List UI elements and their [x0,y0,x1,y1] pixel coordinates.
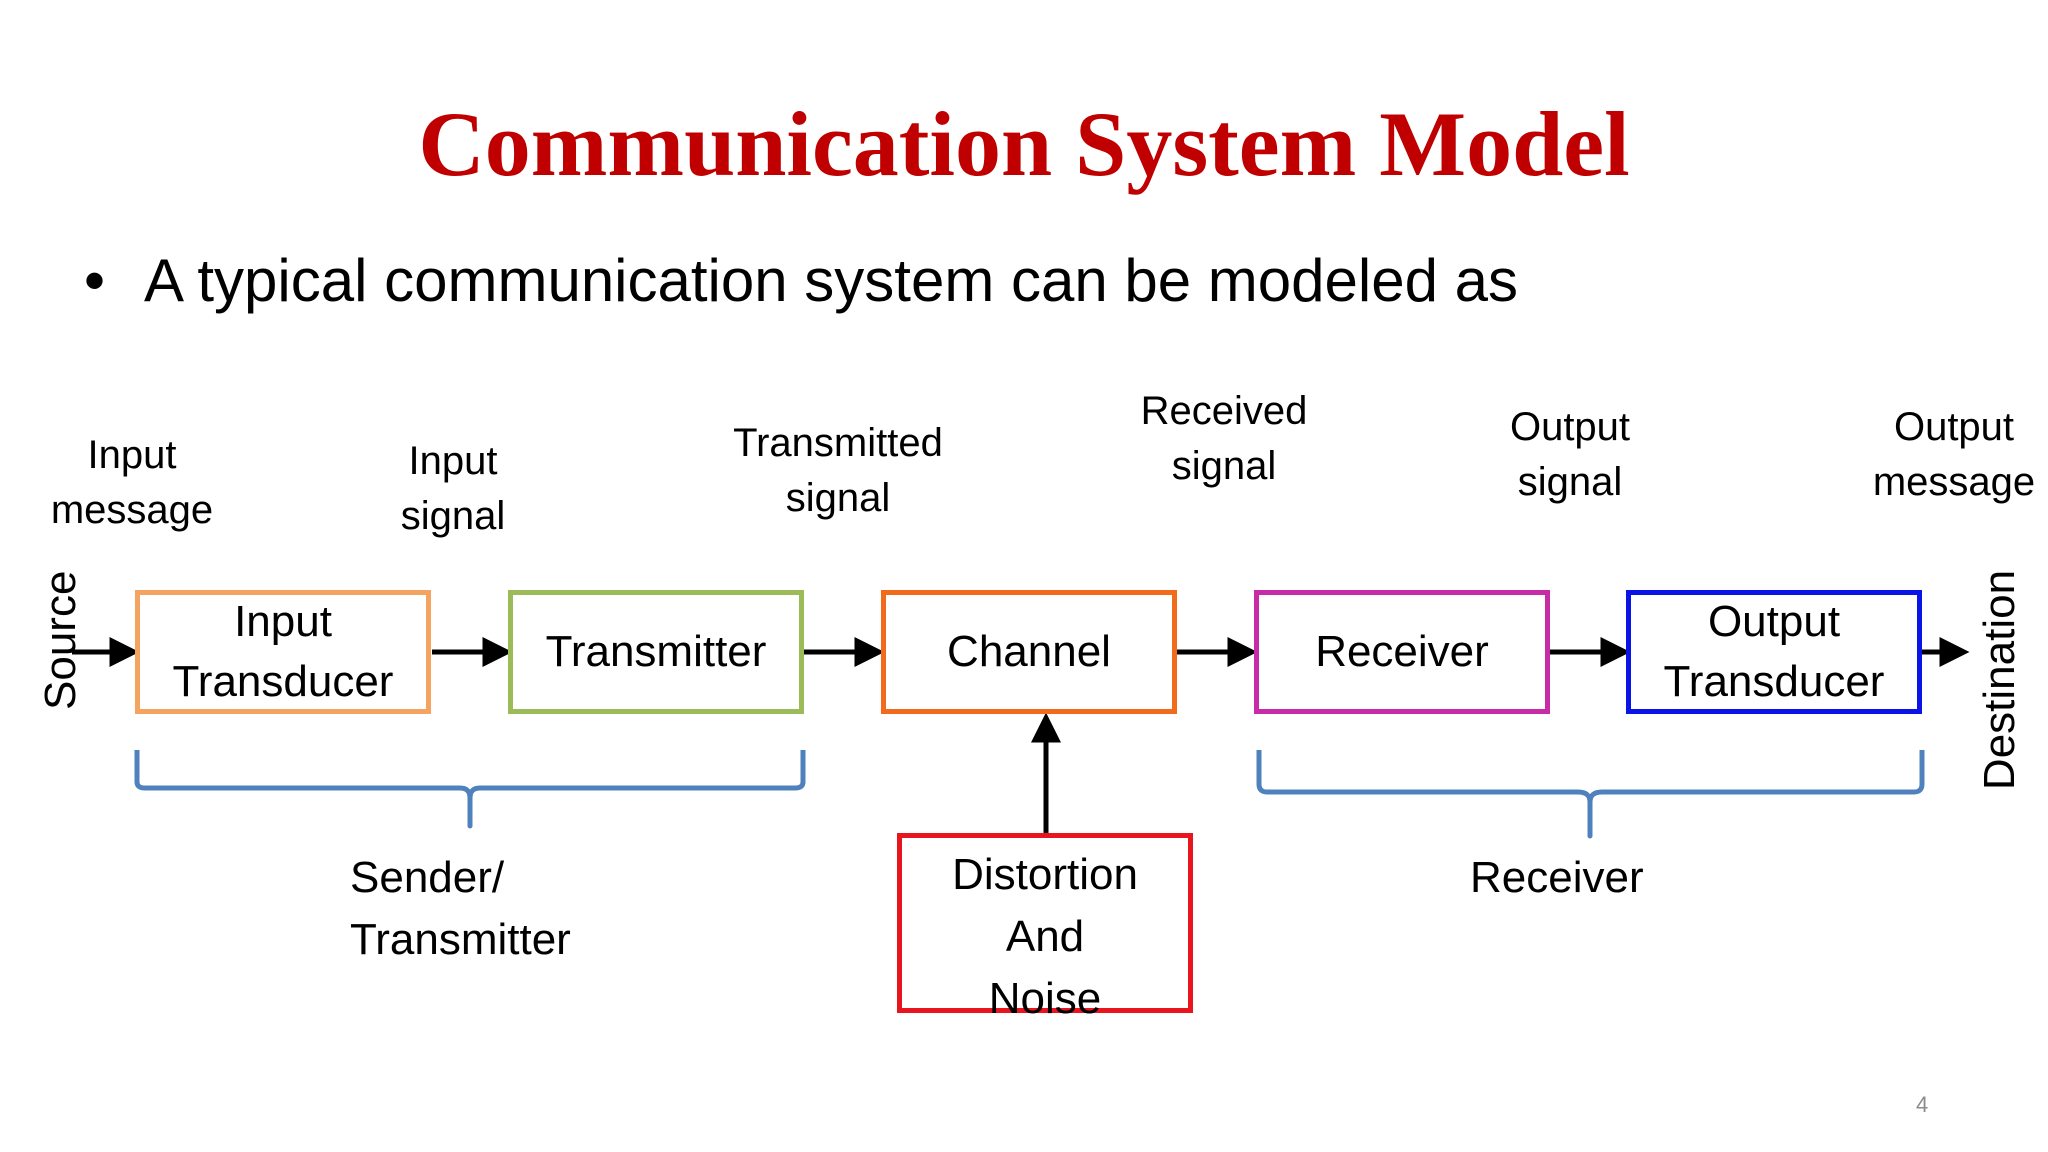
bullet-text-line: • A typical communication system can be m… [84,248,1518,314]
page-number: 4 [1916,1092,1929,1117]
label-output-signal: Output signal [1509,405,1631,504]
distortion-noise-block: Distortion And Noise [897,833,1193,1023]
receiver-label: Receiver [1315,627,1489,676]
label-transmitted-signal: Transmitted signal [733,421,943,520]
input-transducer-block: Input Transducer [135,590,431,714]
distortion-noise-label: Distortion And Noise [952,850,1138,1023]
source-label: Source [36,570,85,710]
receiver-brace [1256,750,1925,839]
output-transducer-block: Output Transducer [1626,590,1922,714]
transmitter-label: Transmitter [545,627,767,676]
receiver-group-label: Receiver [1470,853,1644,902]
bullet-icon: • [84,247,106,314]
channel-block: Channel [881,590,1177,714]
output-transducer-label: Output Transducer [1663,597,1885,706]
input-transducer-label: Input Transducer [172,597,394,706]
channel-label: Channel [947,627,1111,676]
page-title: Communication System Model [418,93,1630,195]
receiver-block: Receiver [1254,590,1550,714]
sender-transmitter-group-label: Sender/ Transmitter [350,853,571,964]
label-input-signal: Input signal [400,439,506,538]
label-received-signal: Received signal [1140,389,1308,488]
transmitter-block: Transmitter [508,590,804,714]
sender-brace [134,750,806,829]
bullet-text: A typical communication system can be mo… [144,247,1518,314]
label-input-message: Input message [50,433,214,532]
label-output-message: Output message [1872,405,2036,504]
destination-label: Destination [1975,569,2024,791]
